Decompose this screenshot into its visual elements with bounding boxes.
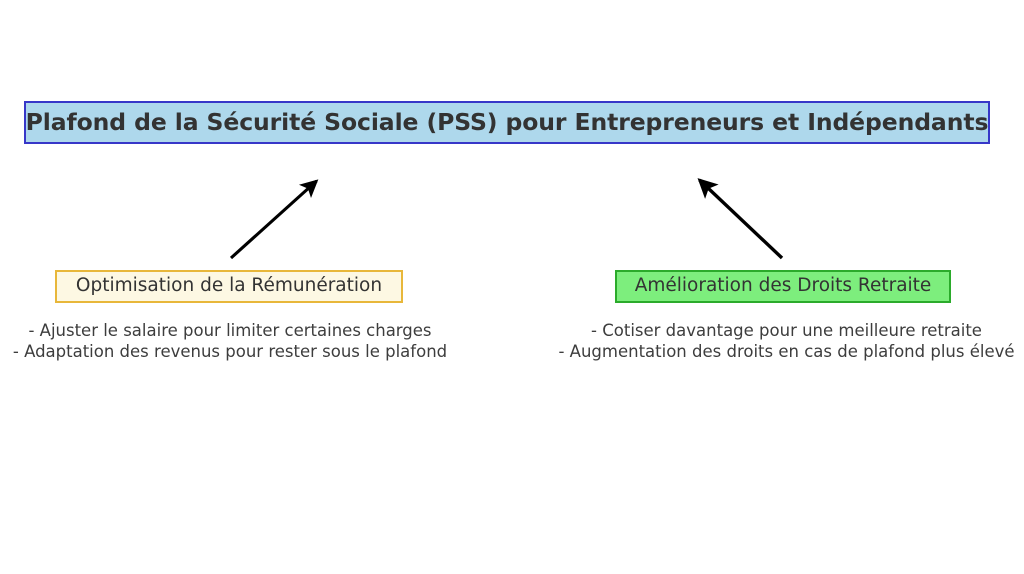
- arrow-up-left-icon: [697, 178, 784, 260]
- branch-node-label: Optimisation de la Rémunération: [75, 275, 383, 297]
- root-node-title[interactable]: Plafond de la Sécurité Sociale (PSS) pou…: [24, 101, 990, 144]
- detail-line: - Augmentation des droits en cas de plaf…: [558, 342, 1015, 361]
- detail-line: - Ajuster le salaire pour limiter certai…: [28, 321, 432, 340]
- branch-details-optimisation-remuneration: - Ajuster le salaire pour limiter certai…: [0, 320, 460, 362]
- detail-line: - Cotiser davantage pour une meilleure r…: [591, 321, 982, 340]
- detail-line: - Adaptation des revenus pour rester sou…: [12, 342, 448, 361]
- page-title: Plafond de la Sécurité Sociale (PSS) pou…: [25, 107, 989, 136]
- branch-node-optimisation-remuneration[interactable]: Optimisation de la Rémunération: [55, 270, 403, 303]
- arrow-up-right-icon: [229, 179, 319, 260]
- branch-node-amelioration-droits-retraite[interactable]: Amélioration des Droits Retraite: [615, 270, 951, 303]
- branch-node-label: Amélioration des Droits Retraite: [634, 275, 932, 297]
- branch-details-amelioration-droits-retraite: - Cotiser davantage pour une meilleure r…: [549, 320, 1024, 362]
